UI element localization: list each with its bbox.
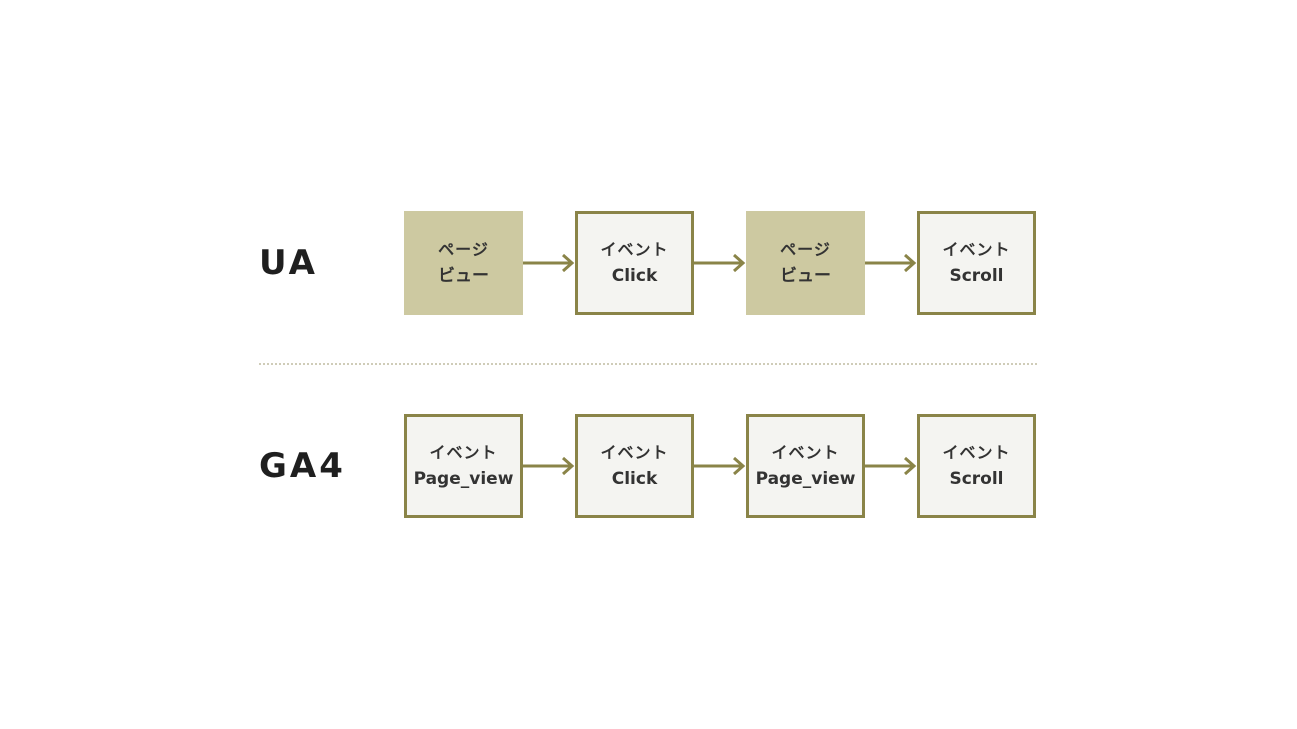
- row-divider: [259, 363, 1037, 365]
- ua-node-1-line1: ページ: [438, 240, 489, 259]
- ga4-row: GA4 イベント Page_view イベント Click イベント Page_…: [0, 414, 1297, 518]
- ua-node-4-line2: Scroll: [949, 266, 1004, 286]
- ua-node-2-line1: イベント: [600, 240, 669, 259]
- ua-node-2: イベント Click: [575, 211, 694, 315]
- ua-node-2-line2: Click: [611, 266, 658, 286]
- ga4-row-label: GA4: [259, 446, 346, 486]
- arrow-right-icon: [865, 253, 917, 273]
- arrow-right-icon: [694, 456, 746, 476]
- ga4-node-2-line1: イベント: [600, 443, 669, 462]
- ga4-node-1-line1: イベント: [429, 443, 498, 462]
- ua-node-4: イベント Scroll: [917, 211, 1036, 315]
- arrow-right-icon: [865, 456, 917, 476]
- arrow-right-icon: [523, 253, 575, 273]
- arrow-right-icon: [523, 456, 575, 476]
- ga4-node-1-line2: Page_view: [413, 469, 514, 489]
- ga4-node-4-line2: Scroll: [949, 469, 1004, 489]
- ga4-node-3-line2: Page_view: [755, 469, 856, 489]
- ga4-node-4-line1: イベント: [942, 443, 1011, 462]
- ga4-node-4: イベント Scroll: [917, 414, 1036, 518]
- ua-row-label: UA: [259, 243, 318, 283]
- ua-node-1-line2: ビュー: [438, 266, 489, 286]
- ua-node-3-line1: ページ: [780, 240, 831, 259]
- ga4-node-3: イベント Page_view: [746, 414, 865, 518]
- ua-node-4-line1: イベント: [942, 240, 1011, 259]
- ua-node-1: ページ ビュー: [404, 211, 523, 315]
- ua-node-3-line2: ビュー: [780, 266, 831, 286]
- ua-row: UA ページ ビュー イベント Click ページ ビュー イベント Scrol…: [0, 211, 1297, 315]
- ua-node-3: ページ ビュー: [746, 211, 865, 315]
- ga4-node-2: イベント Click: [575, 414, 694, 518]
- ga4-node-2-line2: Click: [611, 469, 658, 489]
- ga4-node-3-line1: イベント: [771, 443, 840, 462]
- ga4-node-1: イベント Page_view: [404, 414, 523, 518]
- arrow-right-icon: [694, 253, 746, 273]
